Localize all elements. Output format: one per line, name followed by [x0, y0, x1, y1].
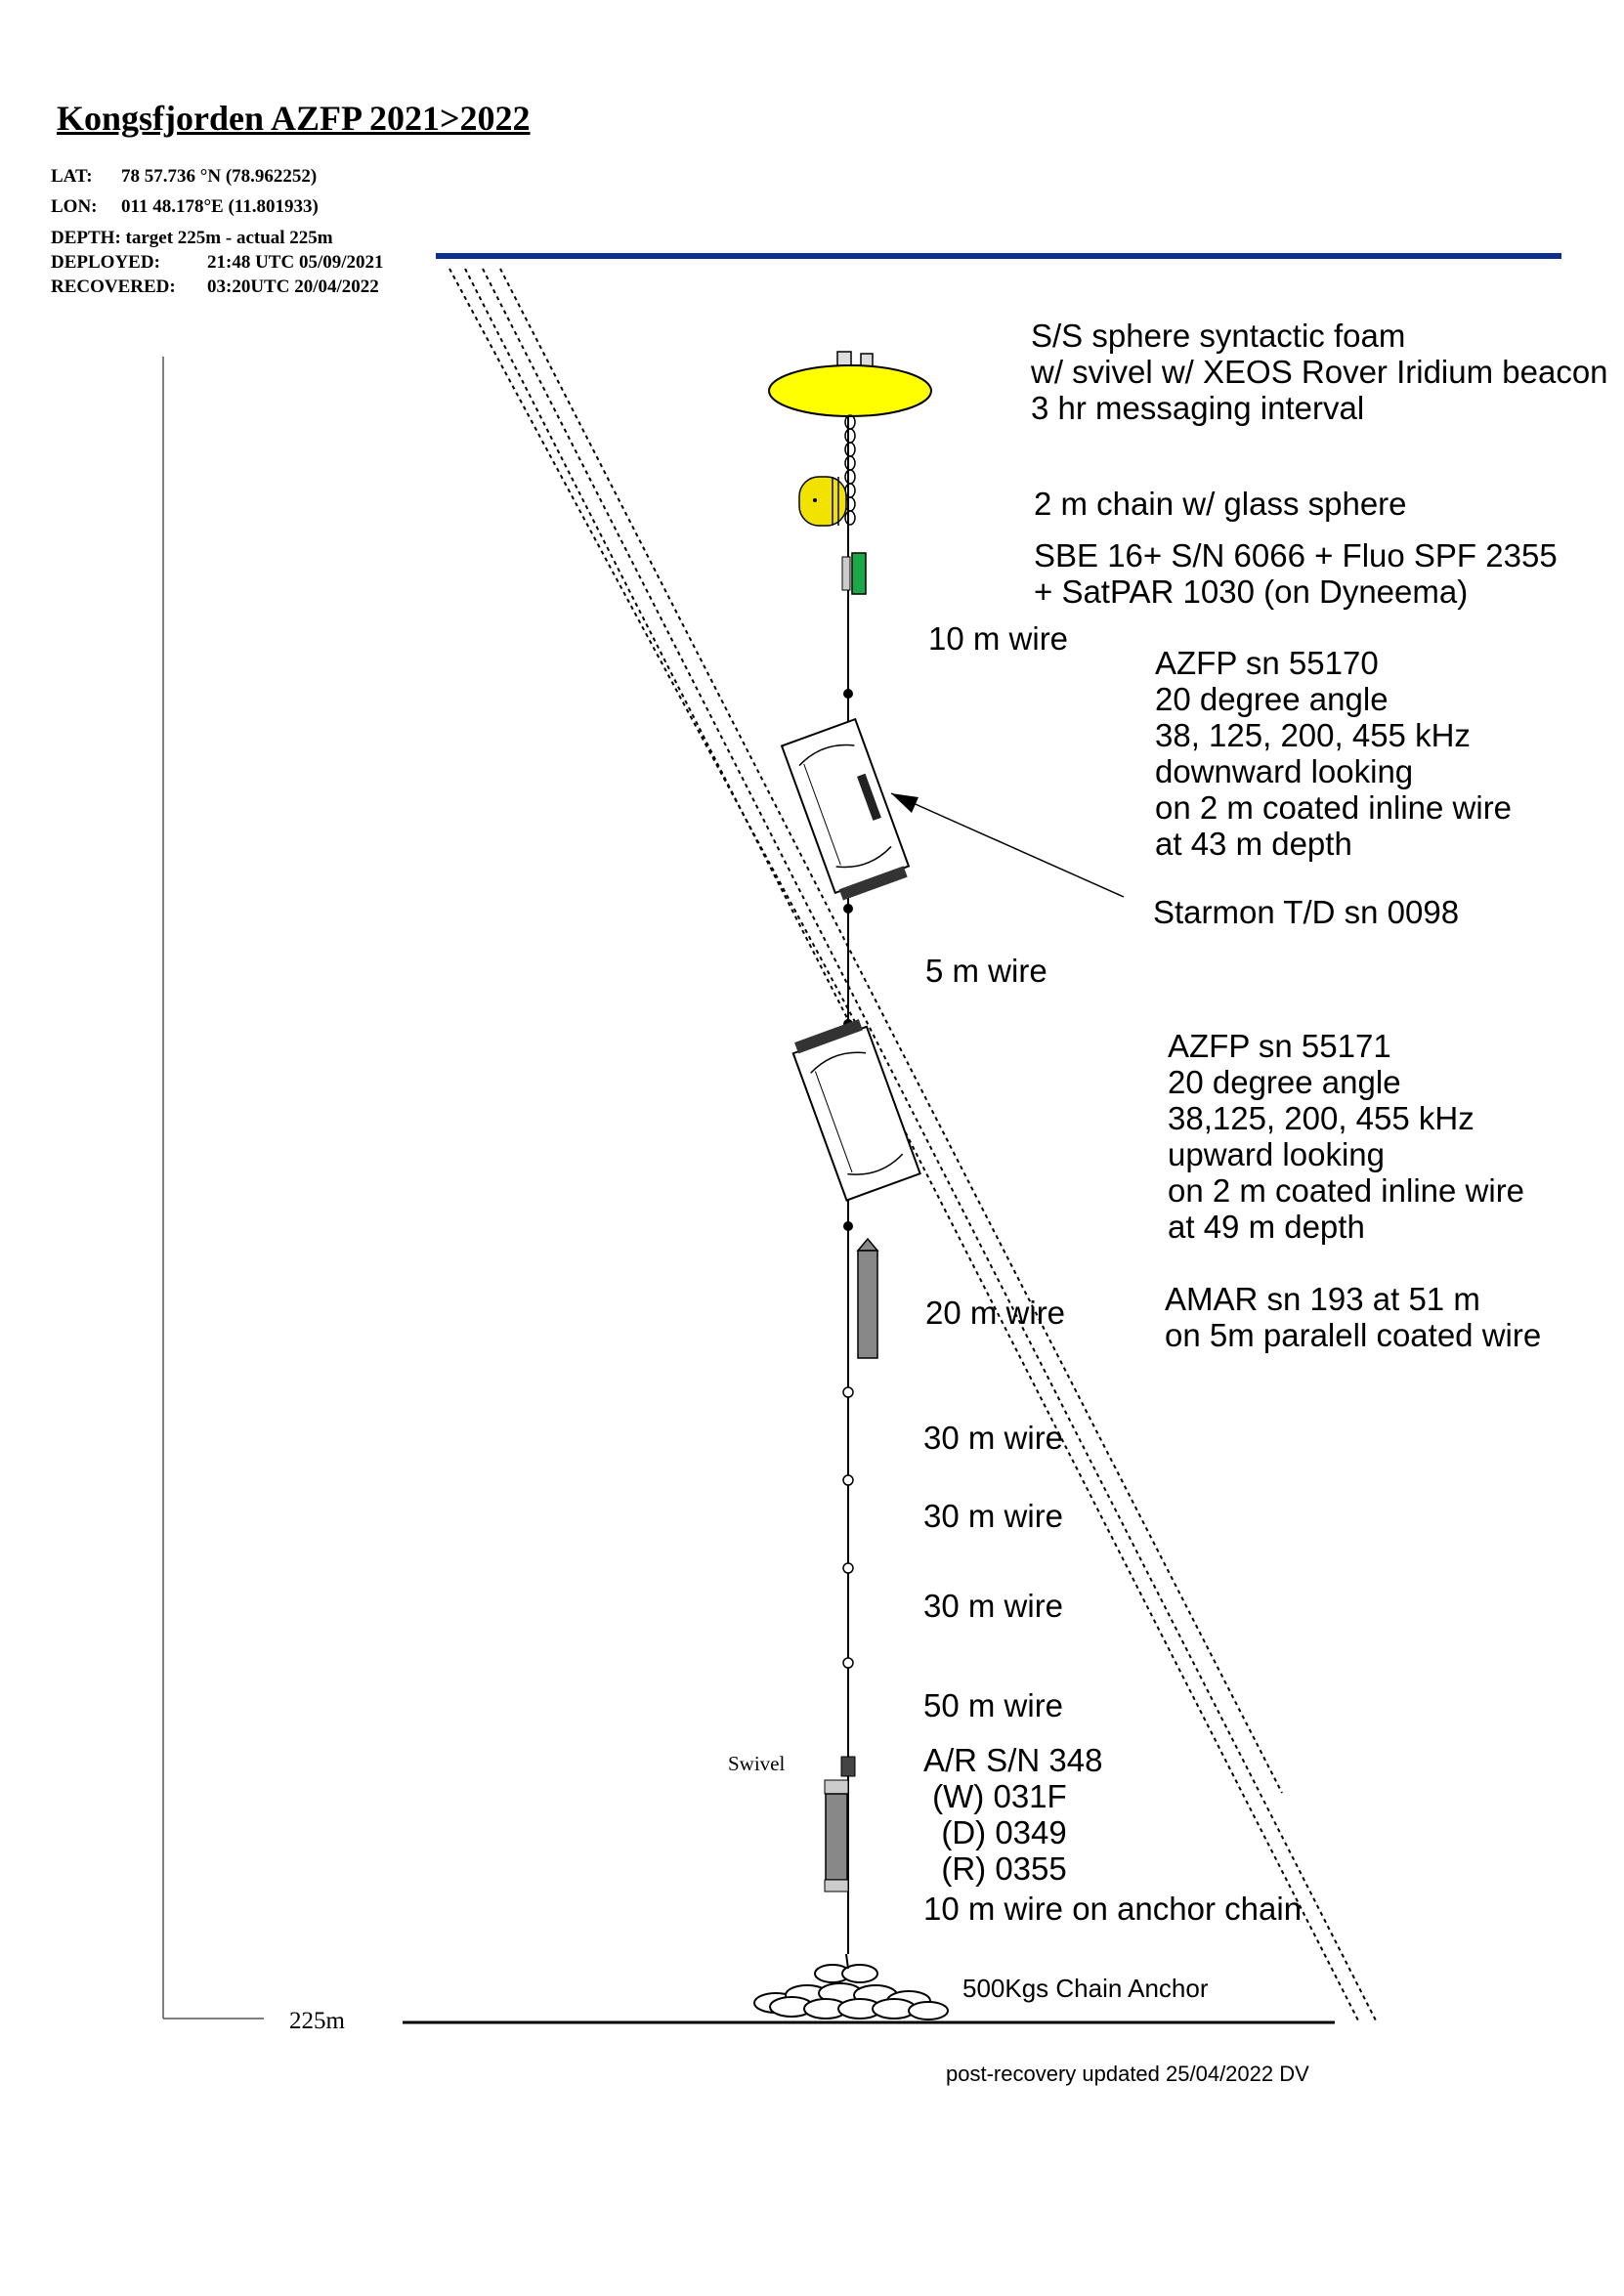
swivel [840, 1756, 856, 1777]
starmon-pointer [890, 792, 1125, 898]
float-label: S/S sphere syntactic foam w/ svivel w/ X… [1031, 318, 1608, 426]
release-label: A/R S/N 348 (W) 031F (D) 0349 (R) 0355 [923, 1742, 1103, 1887]
anchor-label: 500Kgs Chain Anchor [962, 1974, 1209, 2003]
lat-value: 78 57.736 °N (78.962252) [121, 166, 318, 187]
lat-label: LAT: [51, 166, 93, 187]
lon-label: LON: [51, 196, 98, 217]
anchor-wire-label: 10 m wire on anchor chain [923, 1891, 1303, 1927]
meta-deployed: DEPLOYED: 21:48 UTC 05/09/2021 [51, 252, 384, 274]
page-title: Kongsfjorden AZFP 2021>2022 [57, 99, 531, 138]
meta-recovered: RECOVERED: 03:20UTC 20/04/2022 [51, 276, 379, 298]
swivel-label: Swivel [728, 1752, 786, 1775]
starmon-sensor [857, 773, 881, 821]
drift-lines [449, 268, 1377, 2021]
acoustic-release [824, 1779, 849, 1892]
azfp-55170 [780, 717, 911, 901]
glass-sphere [798, 476, 847, 527]
meta-depth: DEPTH: target 225m - actual 225m [51, 228, 333, 248]
recovered-value: 03:20UTC 20/04/2022 [207, 276, 379, 297]
wire-30b-label: 30 m wire [923, 1498, 1064, 1534]
sbe-sensor [841, 552, 867, 595]
depth-mark: 225m [289, 2008, 345, 2034]
footer-note: post-recovery updated 25/04/2022 DV [946, 2062, 1309, 2086]
lon-value: 011 48.178°E (11.801933) [121, 196, 319, 217]
meta-lat: LAT: 78 57.736 °N (78.962252) [51, 166, 317, 188]
amar-label: AMAR sn 193 at 51 m on 5m paralell coate… [1165, 1281, 1542, 1353]
chain-label: 2 m chain w/ glass sphere [1034, 486, 1407, 522]
wire-50-label: 50 m wire [923, 1687, 1064, 1723]
wire-5-label: 5 m wire [925, 953, 1047, 989]
meta-lon: LON: 011 48.178°E (11.801933) [51, 196, 319, 218]
deployed-value: 21:48 UTC 05/09/2021 [207, 252, 384, 273]
amar-hydrophone [856, 1237, 879, 1359]
sbe-label: SBE 16+ S/N 6066 + Fluo SPF 2355 + SatPA… [1034, 537, 1558, 610]
wire-30c-label: 30 m wire [923, 1588, 1064, 1624]
azfp1-label: AZFP sn 55170 20 degree angle 38, 125, 2… [1155, 645, 1513, 862]
chain-anchor [753, 1953, 949, 2020]
starmon-label: Starmon T/D sn 0098 [1153, 894, 1460, 930]
wire-30a-label: 30 m wire [923, 1420, 1064, 1456]
wire-20-label: 20 m wire [925, 1295, 1066, 1331]
wire-connectors [842, 1386, 854, 1669]
wire-10-label: 10 m wire [928, 620, 1069, 657]
recovered-label: RECOVERED: [51, 276, 176, 297]
azfp-55171 [791, 1019, 921, 1202]
azfp2-label: AZFP sn 55171 20 degree angle 38,125, 20… [1168, 1028, 1525, 1245]
syntactic-foam-float [768, 351, 932, 417]
arrow-head-icon [891, 793, 919, 813]
deployed-label: DEPLOYED: [51, 252, 160, 273]
